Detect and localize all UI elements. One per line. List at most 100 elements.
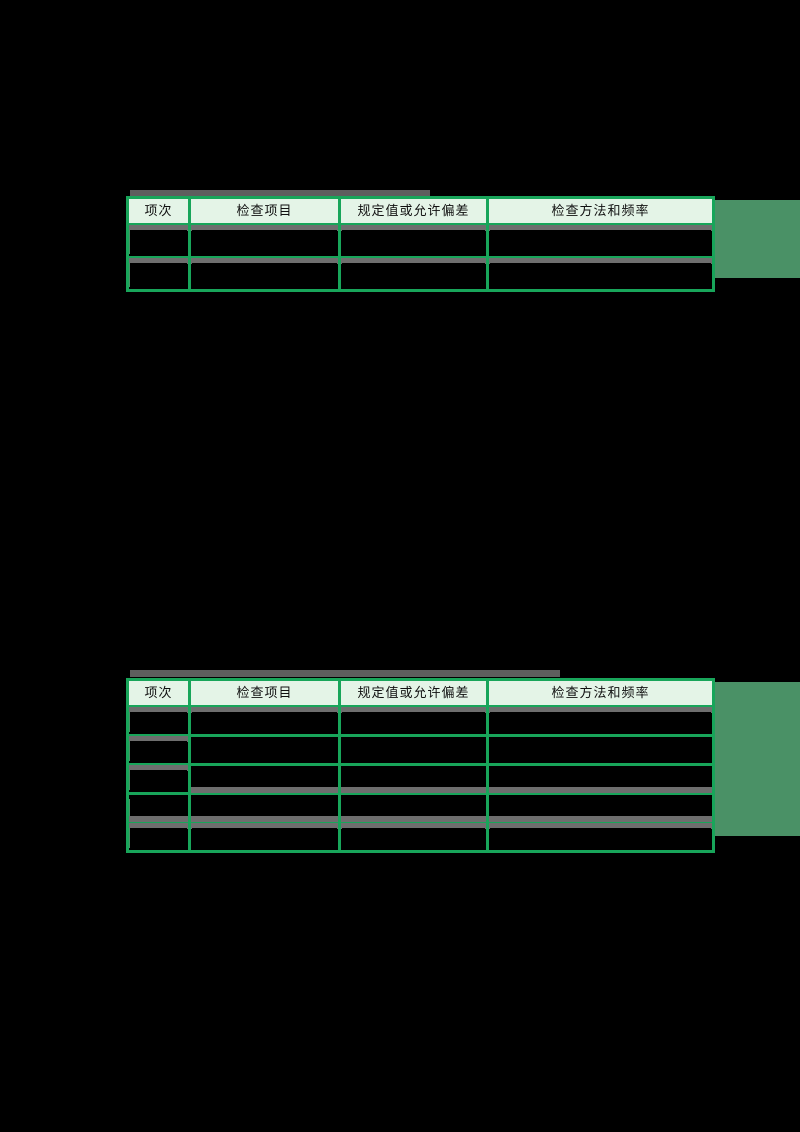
inspection-table-2-block: 项次 检查项目 规定值或允许偏差 检查方法和频率 [126, 678, 800, 853]
table-row [126, 256, 715, 292]
redacted-text-strip [489, 225, 712, 231]
cell-spec [338, 256, 489, 292]
redaction-block [192, 263, 337, 287]
column-header-item: 检查项目 [188, 678, 341, 708]
cell-item [188, 821, 341, 853]
redacted-text-strip [129, 258, 188, 264]
table-row [126, 821, 715, 853]
cell-spec [338, 223, 489, 259]
redaction-block [342, 741, 485, 761]
table-row [126, 763, 715, 795]
redaction-block [342, 799, 485, 819]
column-header-method: 检查方法和频率 [486, 196, 715, 226]
column-header-item: 检查项目 [188, 196, 341, 226]
redacted-text-strip [129, 225, 188, 231]
cell-spec [338, 792, 489, 824]
redacted-text-strip [489, 816, 712, 822]
redaction-block [490, 828, 711, 848]
redaction-block [490, 263, 711, 287]
redacted-text-strip [130, 190, 430, 196]
redaction-block [342, 770, 485, 790]
redacted-text-strip [191, 787, 338, 793]
redacted-text-strip [191, 258, 338, 264]
cell-method [486, 763, 715, 795]
cell-spec [338, 763, 489, 795]
cell-item [188, 792, 341, 824]
redaction-block [130, 263, 187, 287]
redacted-text-strip [341, 258, 486, 264]
cell-no [126, 821, 191, 853]
redacted-text-strip [341, 816, 486, 822]
redacted-text-strip [191, 816, 338, 822]
column-header-no: 项次 [126, 678, 191, 708]
cell-item [188, 223, 341, 259]
cell-method [486, 734, 715, 766]
column-header-spec: 规定值或允许偏差 [338, 196, 489, 226]
redaction-block [342, 712, 485, 732]
redacted-text-strip [341, 823, 486, 829]
redaction-block [490, 770, 711, 790]
cell-method [486, 256, 715, 292]
redaction-block [342, 230, 485, 254]
cell-spec [338, 734, 489, 766]
cell-no [126, 792, 191, 824]
redacted-text-strip [129, 736, 188, 742]
redaction-block [130, 828, 187, 848]
redacted-text-strip [341, 707, 486, 713]
redacted-text-strip [489, 258, 712, 264]
redacted-text-strip [191, 823, 338, 829]
cell-item [188, 734, 341, 766]
table-header-row: 项次 检查项目 规定值或允许偏差 检查方法和频率 [126, 678, 715, 708]
redacted-text-strip [489, 823, 712, 829]
column-header-method: 检查方法和频率 [486, 678, 715, 708]
table-row [126, 223, 715, 259]
redacted-text-strip [341, 787, 486, 793]
cell-spec [338, 705, 489, 737]
redacted-text-strip [130, 670, 560, 677]
cell-no [126, 734, 191, 766]
redaction-block [490, 230, 711, 254]
cell-no [126, 763, 191, 795]
redacted-text-strip [191, 225, 338, 231]
table-header-row: 项次 检查项目 规定值或允许偏差 检查方法和频率 [126, 196, 715, 226]
cell-item [188, 705, 341, 737]
table-row [126, 792, 715, 824]
cell-method [486, 821, 715, 853]
cell-method [486, 792, 715, 824]
redaction-block [192, 770, 337, 790]
cell-method [486, 705, 715, 737]
inspection-table-1-block: 项次 检查项目 规定值或允许偏差 检查方法和频率 [126, 196, 800, 292]
redaction-block [192, 828, 337, 848]
redaction-block [130, 799, 187, 819]
redacted-text-strip [129, 707, 188, 713]
redaction-block [490, 799, 711, 819]
cell-no [126, 705, 191, 737]
redacted-text-strip [489, 787, 712, 793]
redacted-text-strip [489, 707, 712, 713]
redaction-block [342, 263, 485, 287]
redacted-text-strip [129, 765, 188, 771]
cell-no [126, 223, 191, 259]
redacted-text-strip [191, 707, 338, 713]
column-header-spec: 规定值或允许偏差 [338, 678, 489, 708]
redaction-block [490, 741, 711, 761]
table-row [126, 734, 715, 766]
column-header-no: 项次 [126, 196, 191, 226]
redacted-text-strip [341, 225, 486, 231]
redaction-block [192, 230, 337, 254]
redacted-text-strip [129, 823, 188, 829]
cell-item [188, 763, 341, 795]
redaction-block [342, 828, 485, 848]
redaction-block [130, 770, 187, 790]
inspection-table-2: 项次 检查项目 规定值或允许偏差 检查方法和频率 [126, 678, 715, 853]
redaction-block [130, 230, 187, 254]
redaction-block [490, 712, 711, 732]
table-overflow-block [713, 682, 800, 836]
redacted-text-strip [129, 816, 188, 822]
table-overflow-block [713, 200, 800, 278]
cell-method [486, 223, 715, 259]
inspection-table-1: 项次 检查项目 规定值或允许偏差 检查方法和频率 [126, 196, 715, 292]
redaction-block [192, 799, 337, 819]
redaction-block [192, 712, 337, 732]
